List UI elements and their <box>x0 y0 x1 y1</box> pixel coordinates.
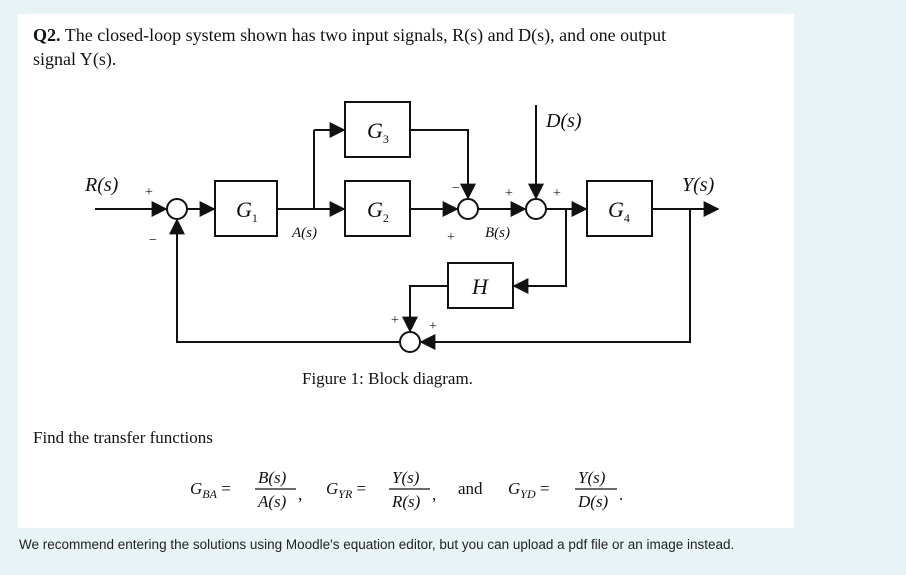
sum4-plus-top-sign: + <box>391 313 399 328</box>
gyd-numerator: Y(s) <box>578 468 606 487</box>
signal-b-label: B(s) <box>485 225 510 241</box>
find-instruction: Find the transfer functions <box>33 428 213 447</box>
svg-text:,: , <box>432 485 436 504</box>
g3-out-line <box>410 129 476 200</box>
y-feedback-line <box>419 209 691 350</box>
question-line-1: The closed-loop system shown has two inp… <box>64 25 667 45</box>
question-line-2: signal Y(s). <box>33 49 117 69</box>
svg-text:,: , <box>298 485 302 504</box>
sum-junction-1 <box>166 198 188 220</box>
footer-note: We recommend entering the solutions usin… <box>19 537 735 552</box>
sum1-plus-sign: + <box>145 185 153 200</box>
question-panel <box>18 14 794 528</box>
sum-junction-4 <box>399 331 421 353</box>
feedback-line <box>169 218 399 343</box>
g2-label: G2 <box>367 197 389 225</box>
sum4-plus-right-sign: + <box>429 319 437 334</box>
sum-junction-3 <box>525 198 547 220</box>
signal-a-label: A(s) <box>291 225 317 241</box>
sum2-minus-sign: − <box>452 181 460 196</box>
h-label: H <box>471 274 489 299</box>
signal-d-label: D(s) <box>545 110 582 132</box>
g1-label: G1 <box>236 197 258 225</box>
g3-label: G3 <box>367 118 389 146</box>
g4-label: G4 <box>608 197 630 225</box>
sum1-minus-sign: − <box>149 233 157 248</box>
sum3-plus-right-sign: + <box>553 186 561 201</box>
sum3-plus-left-sign: + <box>505 186 513 201</box>
and-text: and <box>458 479 483 498</box>
signal-r-label: R(s) <box>84 174 119 196</box>
sum2-plus-sign: + <box>447 230 455 245</box>
signal-y-label: Y(s) <box>682 174 715 196</box>
gyr-numerator: Y(s) <box>392 468 420 487</box>
gba-numerator: B(s) <box>258 468 287 487</box>
gba-lhs: GBA = <box>190 479 231 501</box>
h-out-line <box>402 285 448 333</box>
gba-denominator: A(s) <box>257 492 287 511</box>
gyd-lhs: GYD = <box>508 479 549 501</box>
gyd-denominator: D(s) <box>577 492 609 511</box>
question-text: Q2. The closed-loop system shown has two… <box>33 23 793 71</box>
svg-text:.: . <box>619 485 623 504</box>
gyr-lhs: GYR = <box>326 479 366 501</box>
gyr-denominator: R(s) <box>391 492 421 511</box>
h-input-line <box>512 209 567 294</box>
figure-caption: Figure 1: Block diagram. <box>302 369 473 388</box>
sum-junction-2 <box>457 198 479 220</box>
question-number: Q2. <box>33 25 61 45</box>
